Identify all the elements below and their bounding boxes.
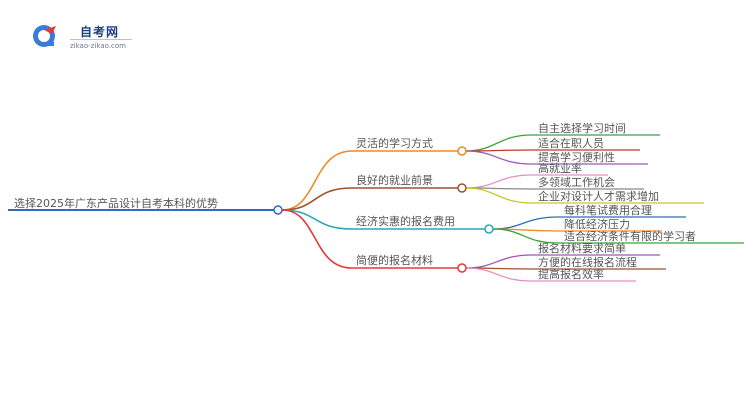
branch-node-label: 灵活的学习方式 (356, 136, 433, 150)
branch-node-dot (457, 146, 467, 156)
leaf-connector (465, 187, 533, 204)
leaf-node-label: 多领域工作机会 (538, 175, 615, 189)
leaf-node-label: 提高学习便利性 (538, 150, 615, 164)
leaf-node-label: 适合经济条件有限的学习者 (564, 229, 696, 243)
logo-url: zikao-zikao.com (70, 42, 126, 50)
leaf-node-label: 每科笔试费用合理 (564, 203, 652, 217)
leaf-node-label: 企业对设计人才需求增加 (538, 189, 659, 203)
leaf-connector (492, 216, 559, 230)
leaf-connector (465, 254, 533, 269)
leaf-connector (465, 174, 533, 189)
branch-node-label: 经济实惠的报名费用 (356, 214, 455, 228)
leaf-node-label: 高就业率 (538, 161, 582, 175)
leaf-node-label: 自主选择学习时间 (538, 121, 626, 135)
branch-node-label: 良好的就业前景 (356, 173, 433, 187)
logo-mark-icon (33, 25, 56, 47)
leaf-connector (465, 150, 533, 165)
leaf-node-label: 适合在职人员 (538, 136, 604, 150)
branch-node-dot (457, 183, 467, 193)
branch-connector (281, 150, 353, 211)
leaf-node-label: 方便的在线报名流程 (538, 255, 637, 269)
branch-node-dot (457, 263, 467, 273)
root-node-label: 选择2025年广东产品设计自考本科的优势 (14, 196, 218, 210)
branch-node-label: 简便的报名材料 (356, 253, 433, 267)
leaf-node-label: 提高报名效率 (538, 267, 604, 281)
branch-connector (281, 209, 353, 230)
leaf-connector (465, 134, 533, 152)
leaf-node-label: 报名材料要求简单 (538, 241, 626, 255)
leaf-node-label: 降低经济压力 (564, 217, 630, 231)
branch-connector (281, 209, 353, 269)
branch-connector (281, 187, 353, 211)
logo-divider (70, 39, 132, 40)
leaf-connector (492, 228, 559, 244)
site-logo[interactable]: 自考网 zikao-zikao.com (30, 20, 140, 52)
leaf-connector (465, 267, 533, 282)
root-node-dot (273, 205, 283, 215)
logo-title: 自考网 (80, 25, 120, 39)
branch-node-dot (484, 224, 494, 234)
